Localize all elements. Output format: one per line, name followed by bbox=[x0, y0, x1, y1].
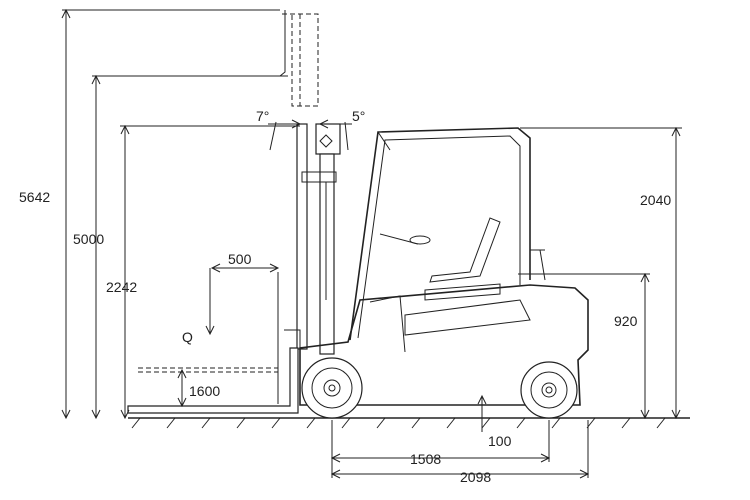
label-ground-clearance: 100 bbox=[488, 433, 512, 449]
dimension-lines bbox=[61, 8, 682, 479]
ground bbox=[128, 417, 690, 429]
raised-forks bbox=[62, 9, 319, 107]
label-overall-height-extended: 5642 bbox=[19, 189, 50, 205]
label-overhead-guard-height: 2040 bbox=[640, 192, 671, 208]
label-tilt-forward: 7° bbox=[256, 108, 269, 124]
rear-wheel bbox=[520, 361, 578, 419]
label-mast-height-lowered: 2242 bbox=[106, 279, 137, 295]
label-wheelbase: 1508 bbox=[410, 451, 441, 467]
dimension-labels: 5642 5000 2242 2040 920 500 Q 1600 7° 5°… bbox=[19, 108, 671, 485]
label-load-center: 500 bbox=[228, 251, 252, 267]
label-tilt-backward: 5° bbox=[352, 108, 365, 124]
label-seat-height: 920 bbox=[614, 313, 638, 329]
label-free-lift: 1600 bbox=[189, 383, 220, 399]
front-wheel bbox=[301, 357, 363, 419]
label-load-q: Q bbox=[182, 329, 193, 345]
label-length-to-fork-face: 2098 bbox=[460, 469, 491, 485]
label-lift-height: 5000 bbox=[73, 231, 104, 247]
mast bbox=[269, 121, 349, 355]
